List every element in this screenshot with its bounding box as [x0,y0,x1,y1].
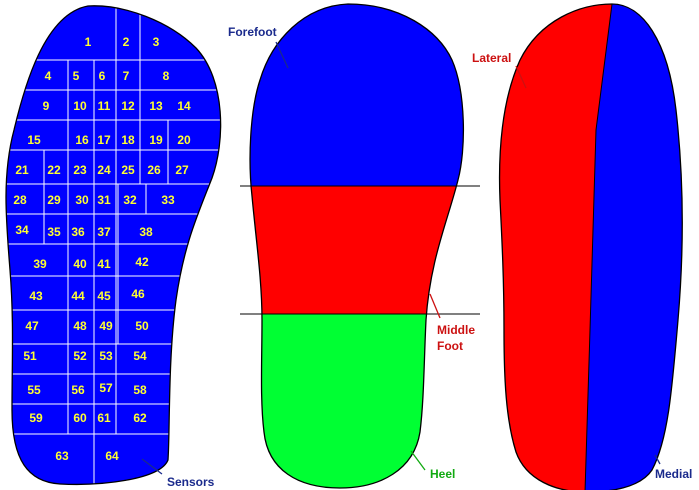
sensor-number: 15 [27,133,41,147]
sensor-number: 52 [73,349,87,363]
sensor-number: 3 [153,35,160,49]
sensor-number: 60 [73,411,87,425]
sensor-number: 24 [97,163,111,177]
sensor-number: 22 [47,163,61,177]
sensor-number: 57 [99,381,113,395]
sensor-number: 18 [121,133,135,147]
sensor-number: 1 [85,35,92,49]
sensor-number: 4 [45,69,52,83]
sensor-number: 37 [97,225,111,239]
side-insole [480,0,699,490]
sensor-number: 17 [97,133,111,147]
sensor-number: 53 [99,349,113,363]
middle-foot-label-line1: Middle [437,323,475,337]
sensor-number: 29 [47,193,61,207]
sensor-number: 39 [33,257,47,271]
sensor-number: 7 [123,69,130,83]
sensor-number: 16 [75,133,89,147]
sensor-number: 31 [97,193,111,207]
sensor-number: 58 [133,383,147,397]
sensor-number: 61 [97,411,111,425]
sensor-number: 59 [29,411,43,425]
sensor-number: 47 [25,319,39,333]
heel-callout-line [411,451,425,470]
sensor-number: 43 [29,289,43,303]
sensor-number: 19 [149,133,163,147]
sensor-number: 34 [15,223,29,237]
sensor-number: 26 [147,163,161,177]
sensor-number: 50 [135,319,149,333]
sensor-number: 23 [73,163,87,177]
sensor-number: 12 [121,99,135,113]
lateral-label: Lateral [472,51,511,65]
sensor-number: 20 [177,133,191,147]
sensor-number: 49 [99,319,113,333]
region-insole [240,0,480,490]
sensor-number: 42 [135,255,149,269]
sensor-number: 13 [149,99,163,113]
sensor-number: 51 [23,349,37,363]
sensor-number: 38 [139,225,153,239]
sensor-number: 62 [133,411,147,425]
sensor-number: 28 [13,193,27,207]
sensor-number: 45 [97,289,111,303]
sensor-number: 40 [73,257,87,271]
sensor-number: 54 [133,349,147,363]
sensor-number: 32 [123,193,137,207]
sensor-number: 21 [15,163,29,177]
sensor-number: 9 [43,99,50,113]
middle-foot-region [240,186,480,314]
sensor-number: 44 [71,289,85,303]
sensor-number: 64 [105,449,119,463]
sensor-number: 56 [71,383,85,397]
sensors-label: Sensors [167,475,215,489]
sensor-number: 5 [73,69,80,83]
sensor-number: 8 [163,69,170,83]
sensor-number: 10 [73,99,87,113]
middle-foot-label-line2: Foot [437,339,463,353]
sensor-number: 11 [98,99,111,113]
sensor-number: 14 [177,99,191,113]
sensor-number: 27 [175,163,189,177]
sensor-number: 2 [123,35,130,49]
heel-label: Heel [430,467,455,481]
sensor-number: 46 [131,287,145,301]
sensor-number: 35 [47,225,61,239]
sensor-number: 41 [97,257,111,271]
sensor-number: 25 [121,163,135,177]
medial-label: Medial [655,467,692,481]
sensor-number: 30 [75,193,89,207]
sensor-number: 48 [73,319,87,333]
forefoot-label: Forefoot [228,25,277,39]
sensor-number: 6 [99,69,106,83]
sensor-number: 33 [161,193,175,207]
sensor-number: 63 [55,449,69,463]
sensor-number: 55 [27,383,41,397]
sensor-number: 36 [71,225,85,239]
